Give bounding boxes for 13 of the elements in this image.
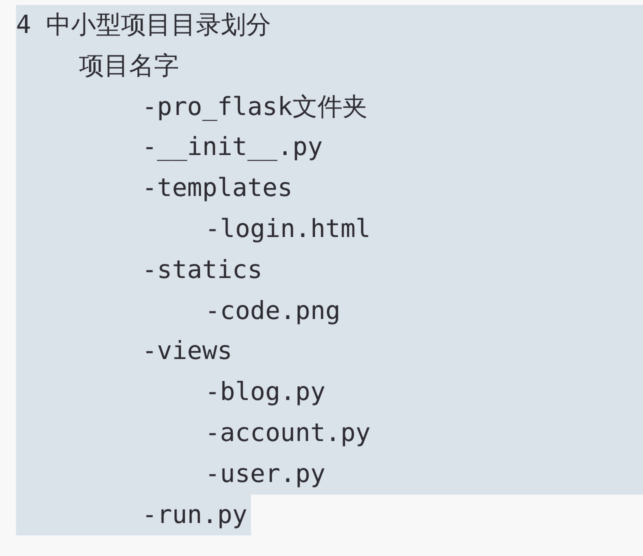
folder-name: 项目名字	[79, 50, 179, 82]
file-name: -__init__.py	[142, 131, 323, 164]
folder-name: -views	[142, 335, 232, 368]
folder-name: -templates	[142, 172, 293, 204]
folder-name: -statics	[142, 254, 262, 286]
file-name: -user.py	[205, 458, 326, 490]
file-name: -account.py	[205, 417, 371, 449]
file-name: -code.png	[205, 294, 340, 327]
file-name: -run.py	[142, 498, 248, 531]
file-name: -blog.py	[205, 376, 326, 408]
folder-name: -pro_flask文件夹	[142, 90, 368, 123]
heading: 4 中小型项目目录划分	[16, 9, 272, 41]
file-name: -login.html	[205, 213, 371, 245]
